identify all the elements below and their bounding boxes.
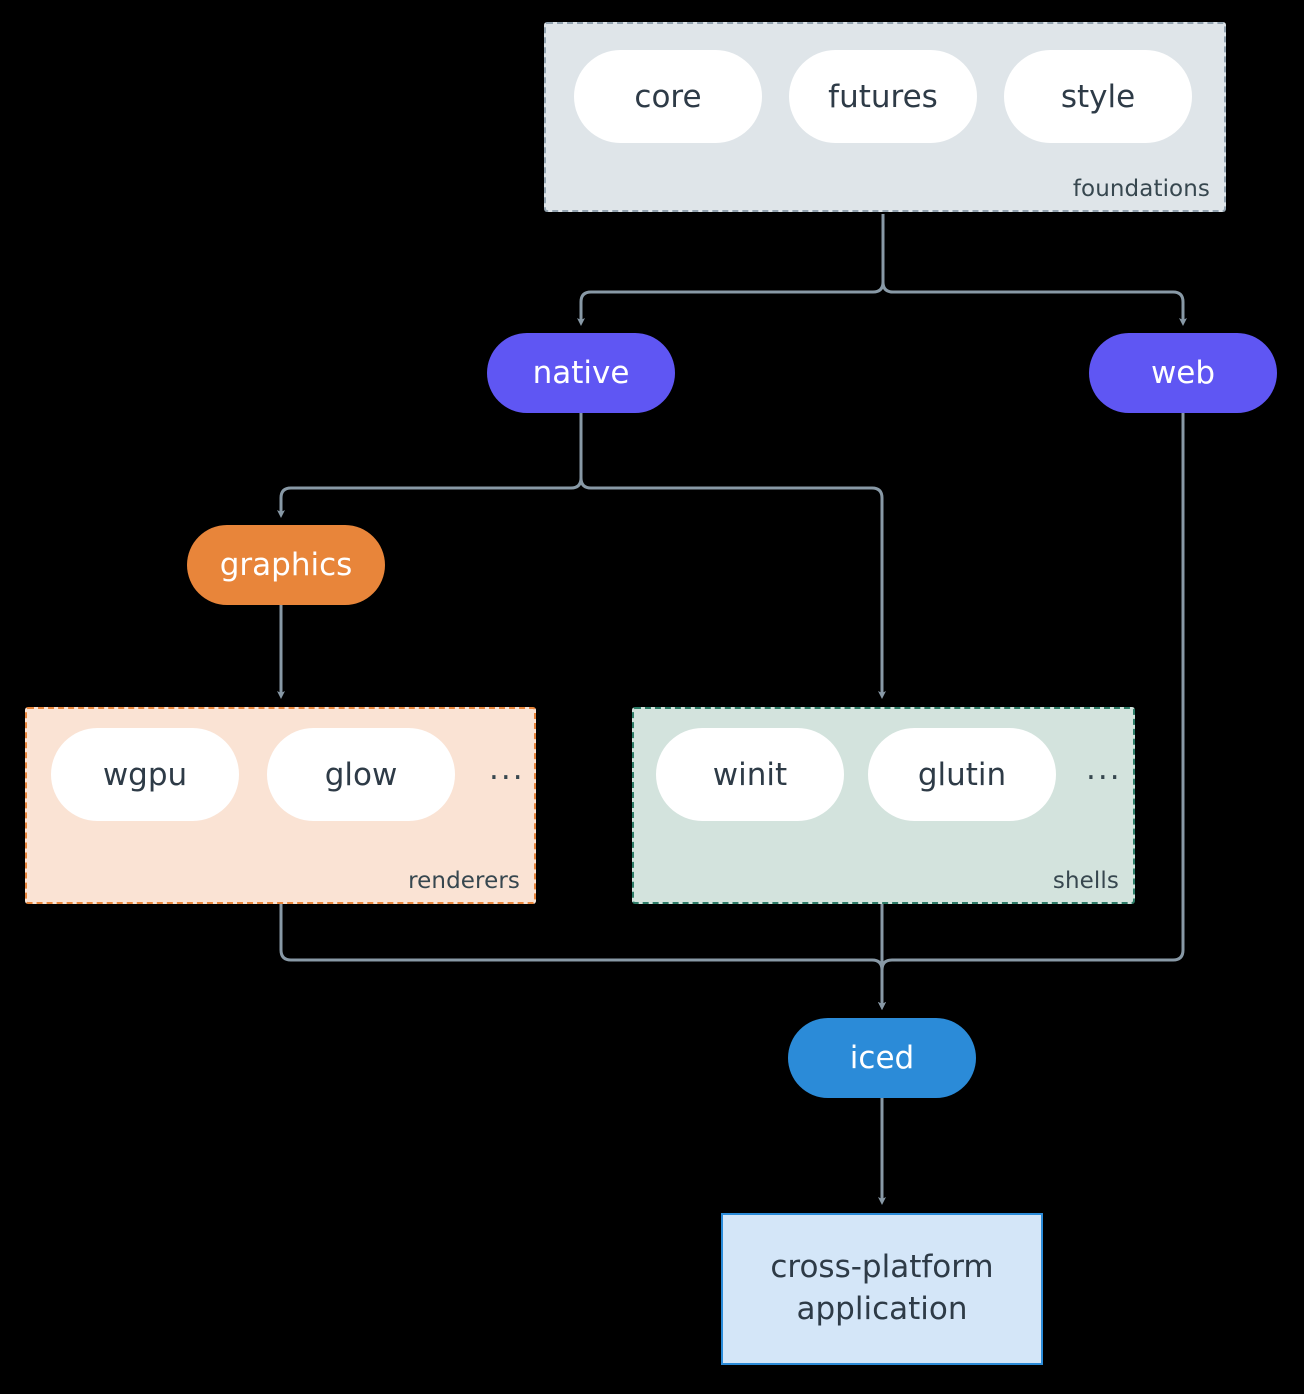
- group-label-shells: shells: [1052, 868, 1119, 894]
- module-style[interactable]: style: [1004, 50, 1192, 143]
- group-label-renderers: renderers: [408, 868, 520, 894]
- module-winit[interactable]: winit: [656, 728, 844, 821]
- edge-foundations-to-web: [881, 214, 1187, 326]
- node-iced[interactable]: iced: [788, 1018, 976, 1098]
- edge-native-to-graphics: [277, 413, 583, 518]
- group-foundations: core futures style foundations: [544, 22, 1226, 212]
- application-line-1: cross-platform: [770, 1249, 994, 1286]
- renderers-more-icon: ...: [489, 751, 525, 787]
- application-line-2: application: [796, 1291, 968, 1327]
- edge-native-to-shells: [579, 413, 886, 699]
- shells-items: winit glutin ...: [656, 728, 1122, 821]
- node-graphics[interactable]: graphics: [187, 525, 385, 605]
- node-web[interactable]: web: [1089, 333, 1277, 413]
- shells-more-icon: ...: [1086, 751, 1122, 787]
- module-glow[interactable]: glow: [267, 728, 455, 821]
- node-cross-platform-application[interactable]: cross-platform application: [721, 1213, 1043, 1365]
- module-glutin[interactable]: glutin: [868, 728, 1056, 821]
- group-renderers: wgpu glow ... renderers: [25, 707, 536, 904]
- module-core[interactable]: core: [574, 50, 762, 143]
- group-shells: winit glutin ... shells: [632, 707, 1135, 904]
- module-futures[interactable]: futures: [789, 50, 977, 143]
- node-native[interactable]: native: [487, 333, 675, 413]
- edge-renderers-to-iced: [279, 904, 886, 1010]
- module-wgpu[interactable]: wgpu: [51, 728, 239, 821]
- foundations-items: core futures style: [574, 50, 1192, 143]
- edge-foundations-to-native: [577, 214, 885, 326]
- group-label-foundations: foundations: [1072, 176, 1210, 202]
- renderers-items: wgpu glow ...: [51, 728, 525, 821]
